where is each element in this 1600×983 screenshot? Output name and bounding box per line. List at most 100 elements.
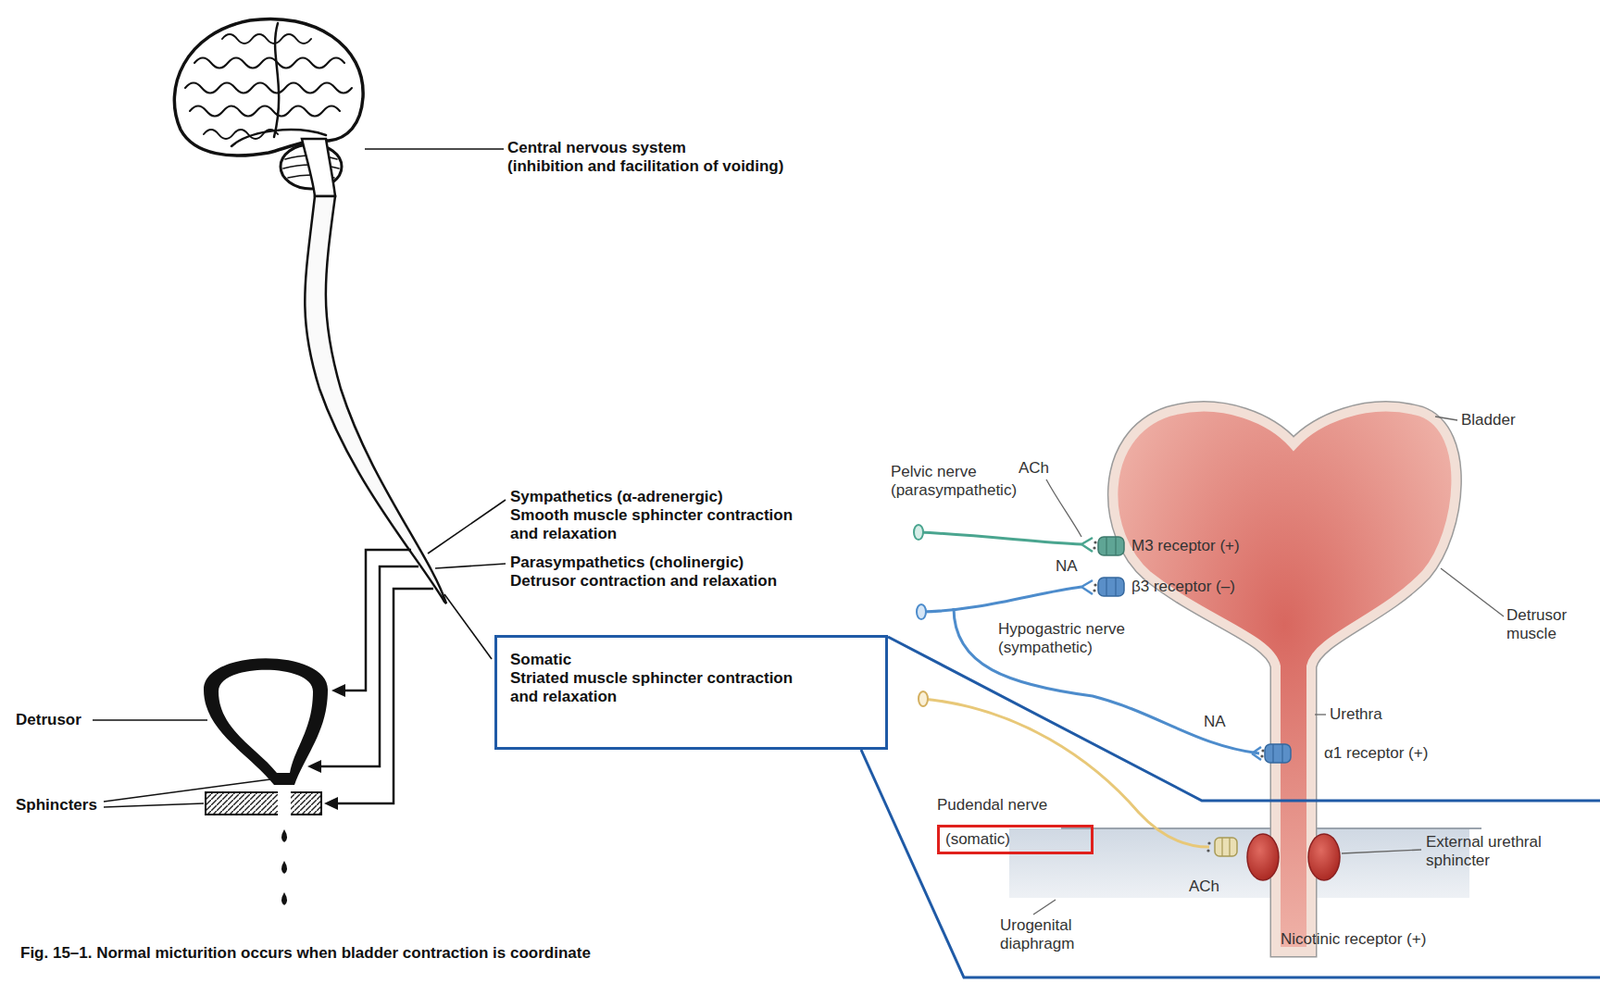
parasympathetic-nerve — [320, 566, 419, 767]
box-heading: Somatic — [510, 650, 807, 670]
label: Detrusor muscle — [1506, 606, 1595, 644]
leader-line — [1033, 900, 1056, 915]
leader-line — [1314, 713, 1326, 715]
transmitter-dot — [1206, 849, 1210, 852]
label: Urogenital diaphragm — [1000, 916, 1102, 954]
pelvic-nerve — [913, 525, 1125, 556]
gyri — [222, 34, 312, 44]
label: Central nervous system — [507, 138, 687, 158]
transmitter-dot — [1207, 841, 1211, 845]
label: M3 receptor (+) — [1131, 537, 1240, 556]
external-sphincter — [1247, 834, 1279, 881]
nerve-cell-body — [916, 604, 926, 620]
label: Smooth muscle sphincter contraction and … — [510, 506, 816, 544]
urethra-gap — [277, 790, 291, 817]
receptor-band — [1222, 837, 1230, 857]
pudendal-nerve — [918, 691, 1238, 857]
nerve-terminal — [1251, 747, 1262, 761]
leader-line — [427, 500, 506, 554]
label: ACh — [1018, 459, 1050, 478]
cerebrum — [174, 18, 363, 156]
label: External urethral sphincter — [1425, 833, 1588, 871]
callout-line — [887, 637, 1600, 801]
nerve-pathways — [320, 550, 434, 804]
label: Bladder — [1461, 411, 1516, 430]
transmitter-dot — [1261, 749, 1264, 752]
transmitter-dot — [1092, 588, 1096, 592]
urogenital-diaphragm — [1009, 828, 1470, 899]
gyri — [194, 58, 345, 69]
gyri — [185, 83, 352, 94]
receptor-band — [1273, 744, 1283, 763]
callout-outline — [861, 637, 1600, 978]
nerve-cell-body — [913, 525, 924, 540]
brainstem — [301, 138, 336, 197]
leader-line — [1440, 568, 1504, 617]
label: Urethra — [1329, 705, 1383, 725]
leader-line — [1435, 416, 1458, 421]
label: NA — [1203, 712, 1226, 732]
label: Detrusor — [15, 711, 82, 730]
spinal-cord — [304, 196, 447, 604]
transmitter-dot — [1093, 583, 1097, 587]
gyri — [189, 106, 340, 117]
brain-drawing — [174, 18, 363, 197]
label: NA — [1055, 557, 1078, 576]
leader-line — [1341, 850, 1422, 854]
nerve-fibre — [921, 587, 1082, 613]
bladder — [1112, 407, 1456, 952]
nerve-terminal — [1081, 580, 1093, 595]
label: Hypogastric nerve (sympathetic) — [998, 620, 1161, 658]
central-sulcus — [274, 23, 279, 138]
leader-line — [1046, 479, 1082, 538]
box-text: Striated muscle sphincter contraction an… — [510, 669, 807, 707]
highlight-box: (somatic) — [937, 825, 1094, 855]
somatic-callout-box: SomaticStriated muscle sphincter contrac… — [494, 635, 888, 750]
bladder-outline — [1112, 407, 1456, 952]
leader-line — [444, 594, 492, 660]
figure-caption: Fig. 15–1. Normal micturition occurs whe… — [20, 944, 591, 963]
external-sphincter-band — [205, 792, 322, 815]
transmitter-dot — [1093, 540, 1097, 544]
bladder-lumen — [218, 670, 313, 774]
leader-lines — [92, 149, 506, 808]
alpha1-receptor — [1264, 744, 1291, 763]
somatic-nerve — [337, 588, 434, 804]
m3-receptor — [1098, 537, 1125, 556]
receptor-band — [1106, 537, 1116, 556]
arrowhead — [331, 684, 346, 698]
label: Pudendal nerve — [937, 796, 1048, 815]
callout-line — [861, 750, 1600, 978]
bladder-wall — [203, 658, 328, 786]
beta3-receptor — [1098, 577, 1125, 597]
receptor-band — [1106, 577, 1116, 597]
urine-drop — [281, 892, 288, 906]
nerve-fibre — [953, 608, 1260, 754]
leader-line — [435, 563, 506, 569]
transmitter-dot — [1260, 754, 1263, 758]
nerve-fibre — [918, 532, 1082, 545]
nerve-cell-body — [918, 691, 928, 707]
urine-drop — [281, 861, 288, 875]
arrowhead — [307, 760, 322, 774]
leader-line — [92, 719, 208, 722]
label: ACh — [1188, 877, 1220, 897]
hypogastric-nerve — [916, 577, 1291, 763]
arrowhead — [324, 797, 338, 811]
leader-line — [103, 803, 204, 808]
label: (inhibition and facilitation of voiding) — [507, 157, 784, 176]
leader-line — [364, 148, 504, 150]
label: Parasympathetics (cholinergic) — [510, 553, 744, 573]
nicotinic-receptor — [1214, 837, 1238, 857]
label: Sphincters — [15, 796, 98, 815]
label: β3 receptor (–) — [1131, 577, 1236, 597]
sympathetic-nerve — [344, 550, 412, 691]
label: α1 receptor (+) — [1324, 744, 1428, 763]
transmitter-dot — [1092, 546, 1096, 550]
urine-drop — [281, 829, 288, 843]
label: Detrusor contraction and relaxation — [510, 572, 777, 591]
label: Nicotinic receptor (+) — [1280, 930, 1426, 950]
bladder-sketch — [203, 658, 328, 906]
